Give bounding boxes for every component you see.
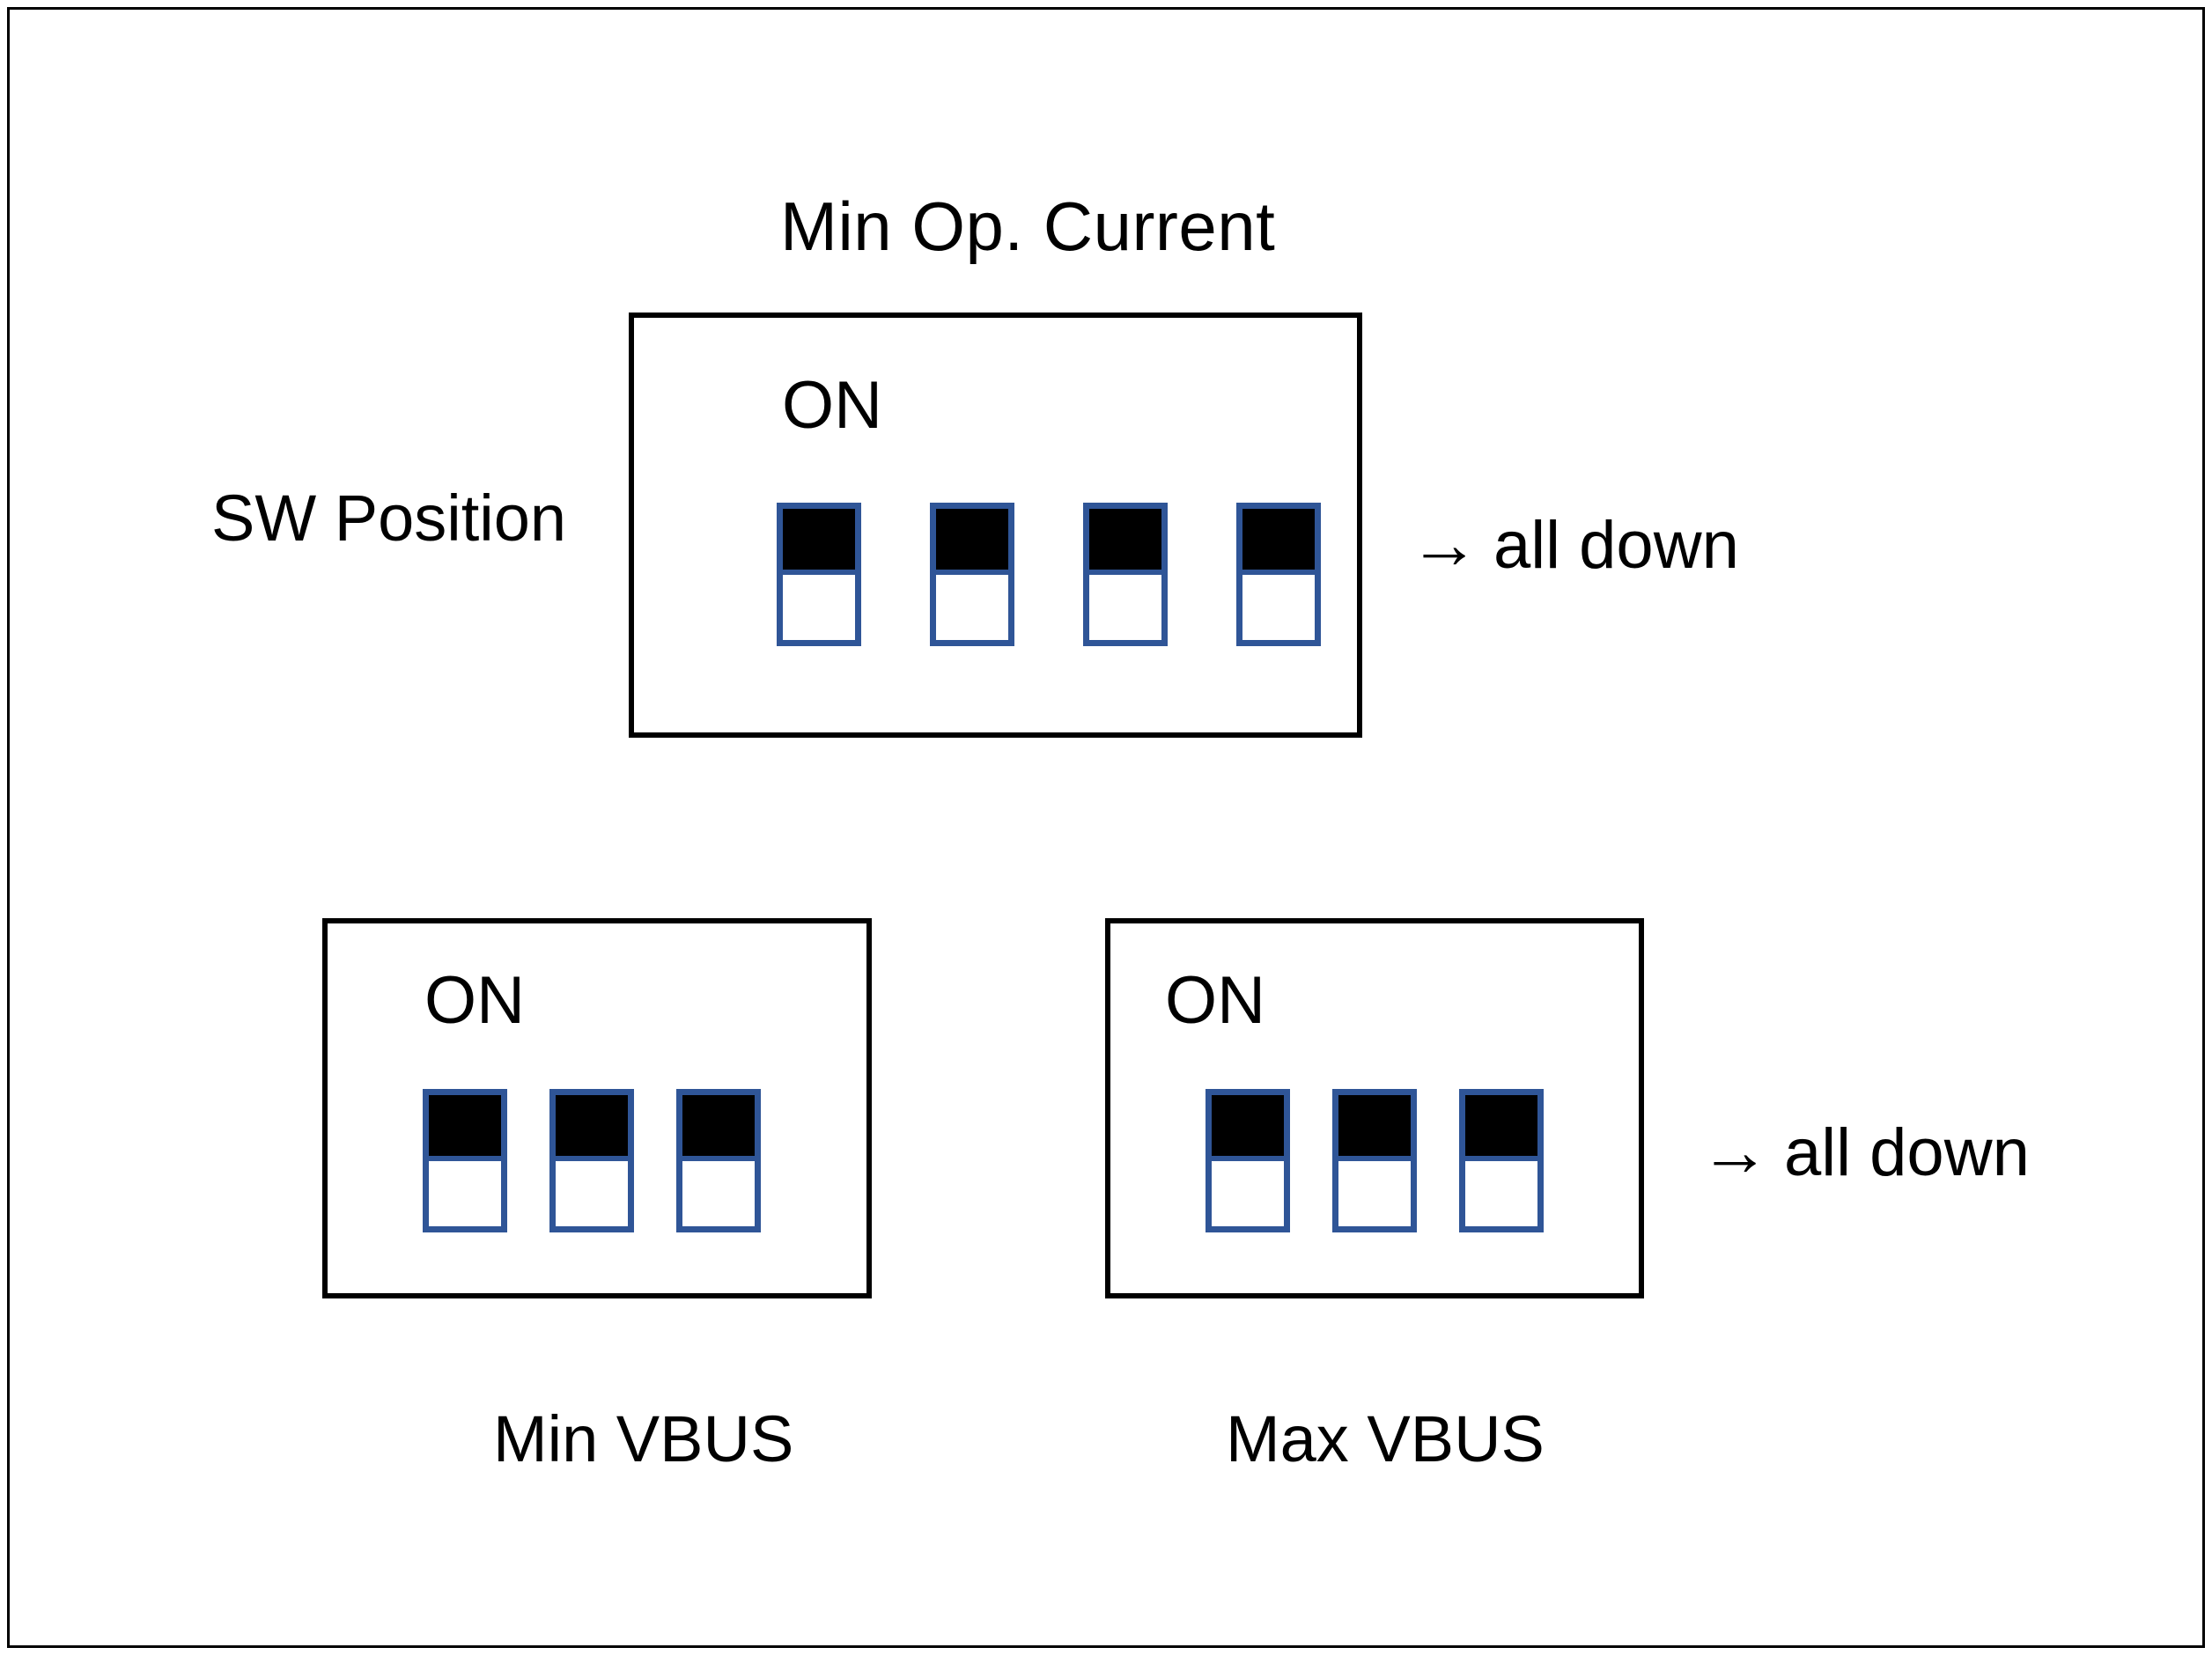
dip-switch-maxvbus-3[interactable]	[1459, 1089, 1544, 1232]
dip-switch-maxvbus-1-top	[1212, 1095, 1284, 1161]
dip-switch-maxvbus-2-top	[1338, 1095, 1411, 1161]
dip-switch-maxvbus-3-top	[1465, 1095, 1537, 1161]
dip-switch-maxvbus-1-bottom	[1212, 1160, 1284, 1226]
right-arrow-icon: →	[1409, 504, 1479, 583]
dip-switch-maxvbus-1[interactable]	[1206, 1089, 1290, 1232]
dip-switch-4-bottom	[1242, 574, 1315, 640]
top-all-down-note: →all down	[1409, 509, 1739, 579]
switch-row-min-op-current	[777, 503, 1321, 646]
switch-row-min-vbus	[423, 1089, 761, 1232]
dip-switch-2[interactable]	[930, 503, 1014, 646]
caption-max-vbus: Max VBUS	[1226, 1402, 1545, 1475]
sw-position-label: SW Position	[211, 482, 567, 555]
dip-switch-2-bottom	[936, 574, 1008, 640]
right-arrow-icon-2: →	[1700, 1112, 1770, 1190]
dip-switch-3[interactable]	[1083, 503, 1168, 646]
top-all-down-text: all down	[1493, 508, 1739, 583]
bottom-all-down-text: all down	[1784, 1115, 2030, 1190]
dip-switch-3-top	[1089, 509, 1161, 575]
bottom-all-down-note: →all down	[1700, 1116, 2030, 1187]
dip-switch-maxvbus-2[interactable]	[1332, 1089, 1417, 1232]
dip-switch-minvbus-3[interactable]	[676, 1089, 761, 1232]
dip-switch-minvbus-1-bottom	[429, 1160, 501, 1226]
on-label-min-op-current: ON	[782, 368, 882, 443]
switch-block-min-op-current: ON	[629, 313, 1362, 738]
dip-switch-2-top	[936, 509, 1008, 575]
dip-switch-4-top	[1242, 509, 1315, 575]
caption-min-vbus: Min VBUS	[493, 1402, 794, 1475]
dip-switch-minvbus-2-bottom	[556, 1160, 628, 1226]
switch-block-min-vbus: ON	[322, 918, 872, 1298]
switch-block-max-vbus: ON	[1105, 918, 1644, 1298]
figure-title: Min Op. Current	[780, 188, 1276, 265]
dip-switch-minvbus-1[interactable]	[423, 1089, 507, 1232]
dip-switch-3-bottom	[1089, 574, 1161, 640]
dip-switch-maxvbus-2-bottom	[1338, 1160, 1411, 1226]
dip-switch-minvbus-3-bottom	[682, 1160, 755, 1226]
dip-switch-minvbus-2[interactable]	[549, 1089, 634, 1232]
dip-switch-maxvbus-3-bottom	[1465, 1160, 1537, 1226]
dip-switch-4[interactable]	[1236, 503, 1321, 646]
dip-switch-minvbus-2-top	[556, 1095, 628, 1161]
on-label-max-vbus: ON	[1165, 963, 1265, 1038]
on-label-min-vbus: ON	[424, 963, 525, 1038]
dip-switch-minvbus-1-top	[429, 1095, 501, 1161]
switch-row-max-vbus	[1206, 1089, 1544, 1232]
dip-switch-1-top	[783, 509, 855, 575]
dip-switch-minvbus-3-top	[682, 1095, 755, 1161]
dip-switch-1[interactable]	[777, 503, 861, 646]
dip-switch-1-bottom	[783, 574, 855, 640]
